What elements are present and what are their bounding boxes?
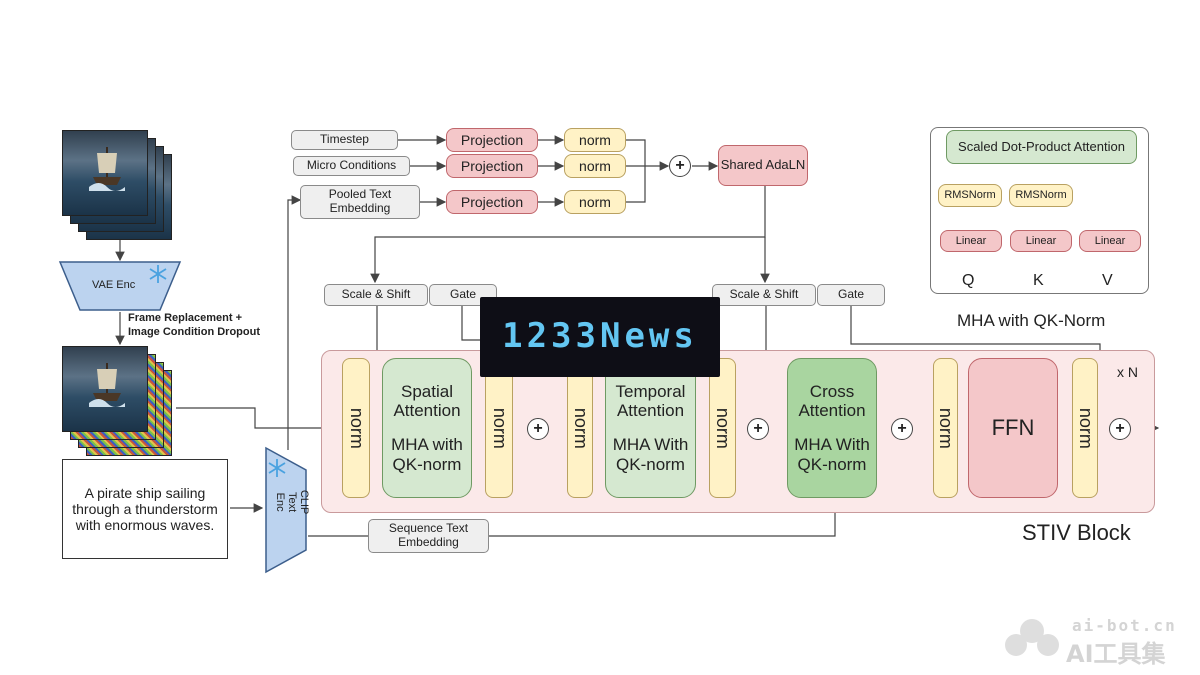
rmsnorm-box-q: RMSNorm <box>938 184 1002 207</box>
sequence-text-embedding-box: Sequence Text Embedding <box>368 519 489 553</box>
cross-attention-box: Cross Attention MHA With QK-norm <box>787 358 877 498</box>
cond-sum-plus: + <box>669 155 691 177</box>
temporal-attention-title: Temporal Attention <box>615 381 686 421</box>
input-frames-stack <box>62 130 172 240</box>
sdpa-box: Scaled Dot-Product Attention <box>946 130 1137 164</box>
mha-inset-caption: MHA with QK-Norm <box>957 311 1106 330</box>
scale-shift-box-2: Scale & Shift <box>712 284 816 306</box>
norm-1: norm <box>342 358 370 498</box>
aibot-logo-icon <box>1005 619 1059 656</box>
frame-replacement-label-2: Image Condition Dropout <box>128 326 260 338</box>
residual-plus-3: + <box>891 418 913 440</box>
spatial-attention-title: Spatial Attention <box>393 381 461 421</box>
aibot-site-watermark: ai-bot.cn <box>1072 616 1177 635</box>
micro-conditions-box: Micro Conditions <box>293 156 410 176</box>
ffn-box: FFN <box>968 358 1058 498</box>
repeat-n-label: x N <box>1117 364 1138 380</box>
cond-norm-box-1: norm <box>564 128 626 152</box>
pirate-ship-image <box>89 147 125 191</box>
noisy-latent-frames-stack <box>62 346 172 456</box>
clip-encoder-shape <box>265 446 307 574</box>
pooled-text-embedding-box: Pooled Text Embedding <box>300 185 420 219</box>
norm-5: norm <box>933 358 958 498</box>
projection-box-1: Projection <box>446 128 538 152</box>
clip-text-enc-label: CLIP Text Enc <box>273 489 311 515</box>
timestep-box: Timestep <box>291 130 398 150</box>
pirate-ship-image <box>89 363 125 407</box>
residual-plus-2: + <box>747 418 769 440</box>
vae-enc-label: VAE Enc <box>92 279 136 291</box>
news-watermark-overlay: 1233News <box>480 297 720 377</box>
shared-adaln-box: Shared AdaLN <box>718 145 808 186</box>
temporal-attention-box: Temporal Attention MHA With QK-norm <box>605 358 696 498</box>
norm-6: norm <box>1072 358 1098 498</box>
q-label: Q <box>962 272 975 289</box>
rmsnorm-box-k: RMSNorm <box>1009 184 1073 207</box>
residual-plus-4: + <box>1109 418 1131 440</box>
cond-norm-box-3: norm <box>564 190 626 214</box>
cross-attention-mha: MHA With QK-norm <box>794 435 870 474</box>
norm-2: norm <box>485 358 513 498</box>
k-label: K <box>1033 272 1044 289</box>
temporal-attention-mha: MHA With QK-norm <box>612 435 689 474</box>
norm-3: norm <box>567 358 593 498</box>
v-label: V <box>1102 272 1113 289</box>
vae-encoder-shape <box>58 261 182 311</box>
cond-norm-box-2: norm <box>564 154 626 178</box>
scale-shift-box-1: Scale & Shift <box>324 284 428 306</box>
projection-box-2: Projection <box>446 154 538 178</box>
spatial-attention-box: Spatial Attention MHA with QK-norm <box>382 358 472 498</box>
aibot-brand-watermark: AI工具集 <box>1066 640 1166 668</box>
spatial-attention-mha: MHA with QK-norm <box>391 435 463 474</box>
residual-plus-1: + <box>527 418 549 440</box>
frame-replacement-label-1: Frame Replacement + <box>128 312 243 324</box>
projection-box-3: Projection <box>446 190 538 214</box>
norm-4: norm <box>709 358 736 498</box>
frozen-snowflake-icon <box>149 265 286 477</box>
gate-box-2: Gate <box>817 284 885 306</box>
cross-attention-title: Cross Attention <box>798 381 866 421</box>
stiv-block-title: STIV Block <box>1022 520 1131 545</box>
text-prompt-box: A pirate ship sailing through a thunders… <box>62 459 228 559</box>
linear-box-v: Linear <box>1079 230 1141 252</box>
linear-box-k: Linear <box>1010 230 1072 252</box>
linear-box-q: Linear <box>940 230 1002 252</box>
